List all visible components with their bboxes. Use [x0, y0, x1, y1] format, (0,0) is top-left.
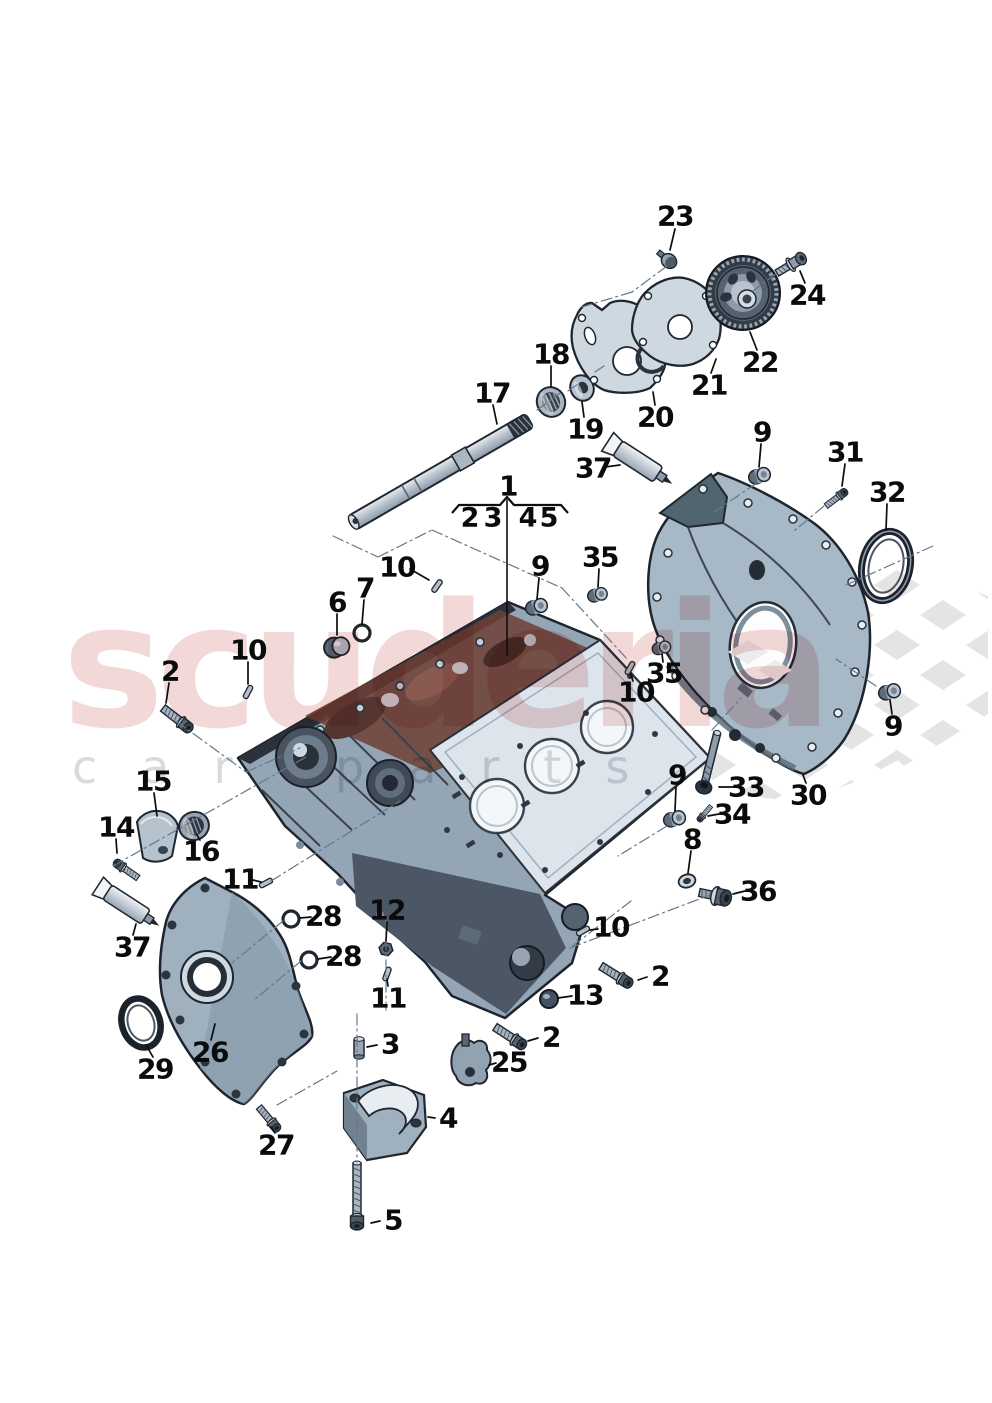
- o-ring-28-illustration: [299, 950, 319, 970]
- drive-gear-illustration: [705, 255, 781, 331]
- washer-8-illustration: [677, 873, 697, 889]
- seal-ring-29-illustration: [118, 995, 164, 1051]
- cap-15-illustration: [135, 809, 180, 863]
- cylinder-block-illustration: [236, 600, 712, 1020]
- nut-12-illustration: [378, 941, 394, 957]
- ball-plug-13-illustration: [539, 989, 559, 1009]
- o-ring-28-illustration: [281, 909, 301, 929]
- bracket-25-illustration: [450, 1033, 492, 1087]
- bearing-cap-4-illustration: [342, 1078, 428, 1162]
- bolt-23-illustration: [655, 249, 678, 270]
- sealant-tube-illustration: [91, 876, 166, 936]
- bearing-16-illustration: [178, 810, 210, 842]
- plug-36-illustration: [697, 885, 733, 907]
- dowel-sleeve-3-illustration: [353, 1036, 365, 1060]
- sealant-tube-illustration: [600, 431, 680, 494]
- bolt-24-illustration: [774, 251, 808, 277]
- needle-bearing-illustration: [535, 386, 567, 418]
- o-ring-7-illustration: [352, 623, 372, 643]
- intermediate-shaft-illustration: [347, 414, 534, 530]
- main-bolt-5-illustration: [349, 1160, 365, 1231]
- plug-6-illustration: [323, 636, 351, 659]
- bolt-33-illustration: [695, 729, 722, 795]
